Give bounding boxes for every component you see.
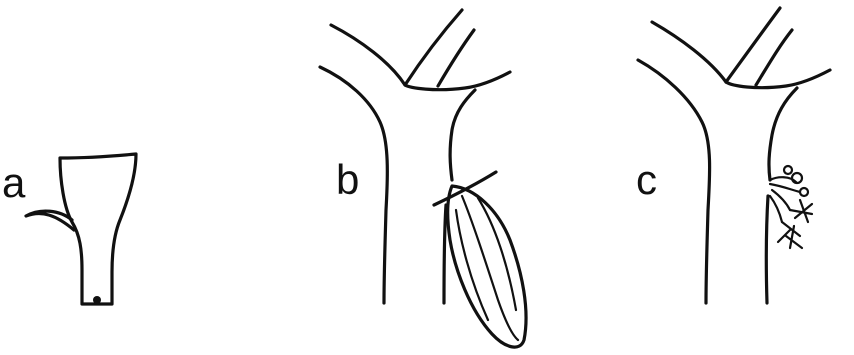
flower-cluster: [770, 166, 812, 248]
cut-line: [434, 172, 496, 205]
panel-c-label: c: [636, 156, 657, 203]
stem-node-dot: [93, 296, 101, 304]
panel-b-label: b: [336, 156, 359, 203]
panel-c: c: [636, 8, 830, 303]
panel-b: b: [320, 10, 526, 347]
stem-cutting: [26, 154, 136, 304]
cocoa-pod: [448, 186, 526, 347]
panel-a: a: [2, 154, 136, 304]
panel-a-label: a: [2, 159, 26, 206]
tree-trunk-c: [638, 8, 830, 303]
